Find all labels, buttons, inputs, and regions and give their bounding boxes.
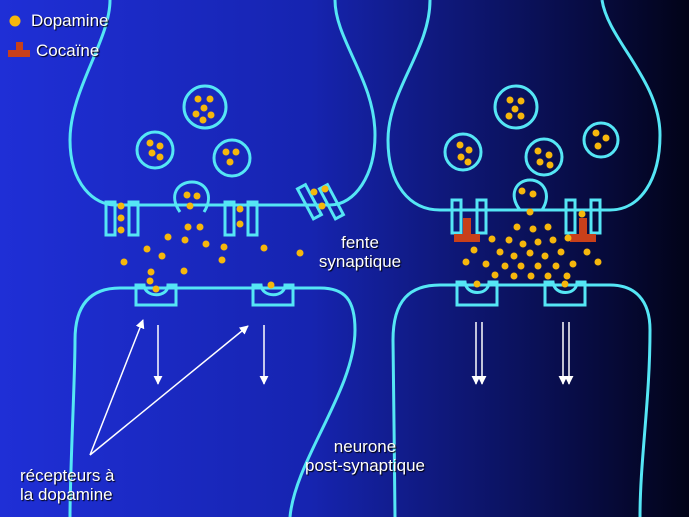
left-transporter-e: [295, 182, 324, 221]
postsynaptic-neuron-label: neurone post-synaptique: [290, 437, 440, 475]
dopamine-molecules: [117, 95, 610, 293]
legend-dopamine: Dopamine: [8, 11, 109, 31]
dopamine-receptors-label-line2: la dopamine: [20, 485, 113, 505]
left-receptor-1: [134, 283, 178, 307]
receptor-pointer-2: [89, 325, 249, 456]
right-receptor-2: [543, 280, 587, 307]
left-vesicle-3: [212, 138, 252, 178]
right-vesicle-3: [524, 137, 564, 177]
left-transporter-c: [223, 200, 236, 237]
right-synapse: [386, 0, 662, 517]
right-transporter-a: [450, 198, 463, 235]
legend-cocaine-label: Cocaïne: [36, 41, 100, 60]
right-cocaine-molecules: [454, 218, 596, 242]
legend-cocaine: Cocaïne: [8, 41, 99, 61]
right-receptor-1: [455, 280, 499, 307]
right-transporter-b: [475, 198, 488, 235]
left-presynaptic-membrane: [68, 0, 377, 207]
dopamine-receptors-label-line1: récepteurs à: [20, 466, 115, 485]
synaptic-cleft-label-line2: synaptique: [318, 252, 402, 272]
receptor-pointer-1: [89, 319, 145, 456]
left-postsynaptic-membrane: [68, 286, 357, 517]
synaptic-cleft-label-line1: fente: [341, 233, 379, 252]
left-synapse: [68, 0, 377, 517]
right-transporter-c: [564, 198, 577, 235]
left-receptor-2: [251, 283, 295, 307]
left-fusing-vesicle: [173, 180, 210, 213]
signal-arrows: [89, 319, 574, 456]
right-vesicle-1: [493, 84, 539, 130]
left-vesicle-2: [135, 130, 175, 170]
legend-dopamine-label: Dopamine: [31, 11, 109, 30]
left-transporter-d: [246, 200, 259, 237]
right-vesicle-4: [582, 121, 620, 159]
dopamine-dot-icon: [9, 15, 21, 27]
dopamine-receptors-label: récepteurs à la dopamine: [20, 466, 170, 504]
right-vesicle-2: [443, 132, 483, 172]
cocaine-icon: [454, 218, 480, 242]
postsynaptic-neuron-label-line1: neurone: [333, 437, 397, 456]
left-transporter-b: [127, 200, 140, 237]
right-fusing-vesicle: [512, 178, 548, 211]
left-transporter-a: [104, 200, 117, 237]
right-postsynaptic-membrane: [391, 283, 652, 517]
right-transporter-d: [589, 198, 602, 235]
right-presynaptic-membrane: [386, 0, 662, 212]
cocaine-icon: [8, 42, 30, 57]
cocaine-icon: [570, 218, 596, 242]
left-vesicle-1: [182, 84, 228, 130]
postsynaptic-neuron-label-line2: post-synaptique: [304, 456, 426, 476]
synaptic-cleft-label: fente synaptique: [300, 233, 420, 271]
